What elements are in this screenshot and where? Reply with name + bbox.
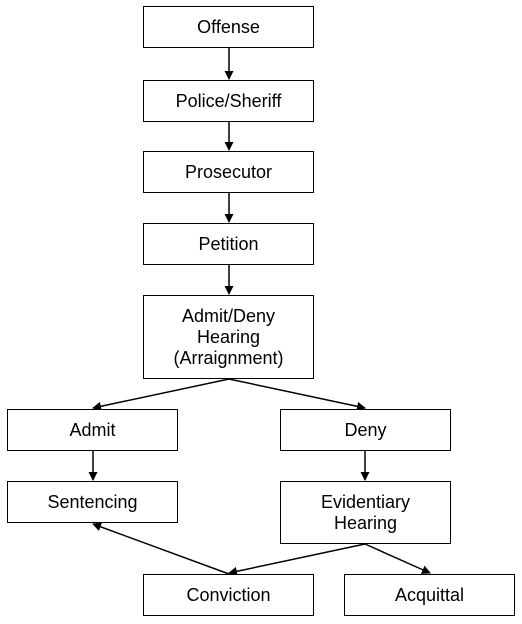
node-offense: Offense	[143, 6, 314, 48]
node-admit-deny-hearing-label: Admit/Deny Hearing (Arraignment)	[173, 305, 284, 368]
node-acquittal-label: Acquittal	[394, 584, 465, 605]
arrow-evidentiary-to-acquittal	[364, 543, 431, 574]
node-admit: Admit	[7, 409, 178, 451]
arrow-conviction-to-sentencing	[92, 522, 230, 575]
node-police-sheriff-label: Police/Sheriff	[175, 90, 282, 111]
arrow-evidentiary-to-conviction	[228, 543, 366, 576]
node-sentencing-label: Sentencing	[47, 491, 138, 512]
arrow-hearing-to-deny	[228, 378, 366, 411]
arrow-hearing-to-admit	[92, 378, 230, 411]
node-offense-label: Offense	[197, 16, 260, 37]
node-deny-label: Deny	[344, 419, 387, 440]
node-evidentiary-hearing: Evidentiary Hearing	[280, 481, 451, 544]
node-police-sheriff: Police/Sheriff	[143, 80, 314, 122]
node-admit-label: Admit	[69, 419, 116, 440]
node-acquittal: Acquittal	[344, 574, 515, 616]
node-admit-deny-hearing: Admit/Deny Hearing (Arraignment)	[143, 295, 314, 379]
node-evidentiary-hearing-label: Evidentiary Hearing	[320, 491, 411, 533]
node-conviction-label: Conviction	[186, 584, 271, 605]
node-deny: Deny	[280, 409, 451, 451]
node-petition: Petition	[143, 223, 314, 265]
node-petition-label: Petition	[198, 233, 259, 254]
node-sentencing: Sentencing	[7, 481, 178, 523]
node-prosecutor-label: Prosecutor	[184, 161, 273, 182]
node-conviction: Conviction	[143, 574, 314, 616]
node-prosecutor: Prosecutor	[143, 151, 314, 193]
